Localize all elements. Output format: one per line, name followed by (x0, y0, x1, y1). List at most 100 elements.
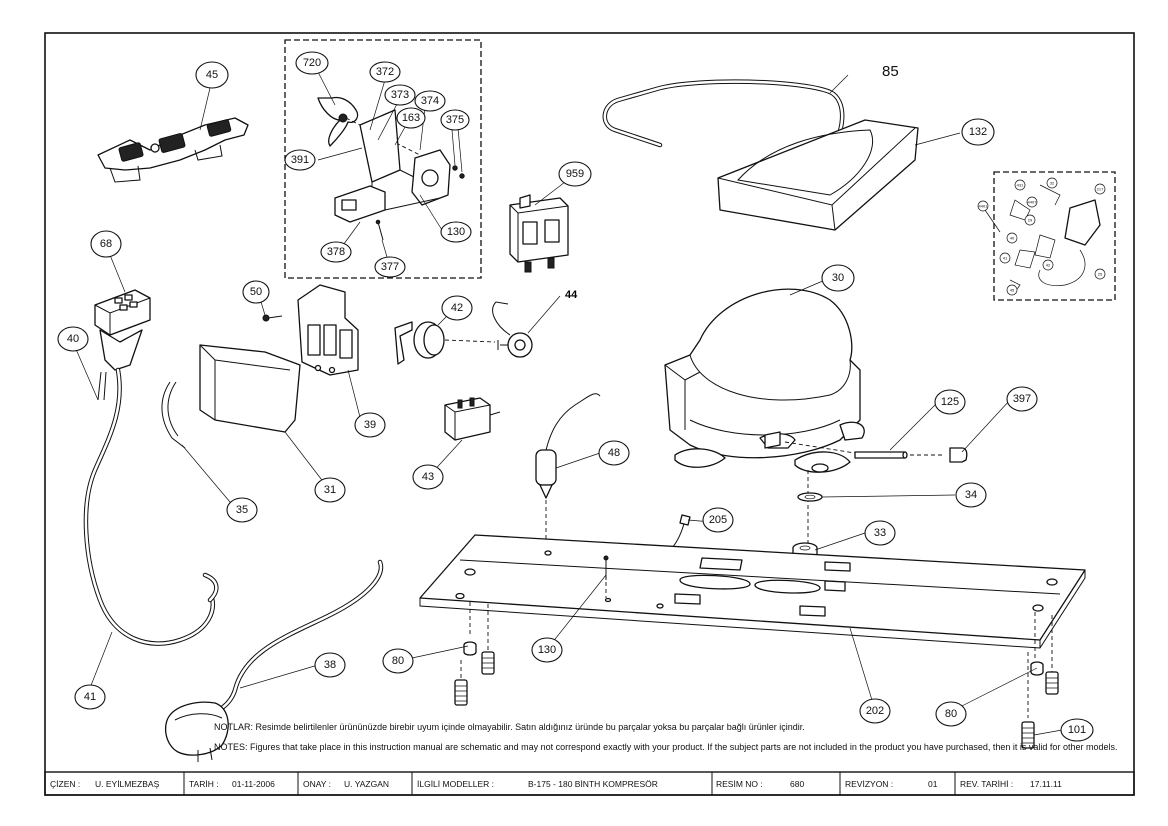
tb-drawing-no-value: 680 (790, 779, 804, 789)
inset-callout-ring (1094, 183, 1106, 195)
callout-132: 132 (961, 118, 995, 146)
callout-375: 375 (440, 109, 470, 131)
callout-397: 397 (1006, 386, 1038, 412)
title-block: ÇİZEN : U. EYİLMEZBAŞ TARİH : 01-11-2006… (44, 771, 1135, 796)
part-tube-85 (602, 79, 845, 155)
inset-callout-ring (1024, 214, 1036, 226)
callout-number: 959 (566, 168, 584, 180)
callout-163: 163 (396, 107, 426, 129)
callout-ring (558, 161, 592, 187)
callout-43: 43 (412, 464, 444, 490)
callout-ring (284, 149, 316, 171)
callout-number: 35 (236, 504, 248, 516)
part-housing-39 (297, 284, 359, 376)
tb-drawn-label: ÇİZEN : (50, 779, 80, 789)
part-base-plate-202 (419, 534, 1086, 649)
inset-callout-number: 41 (1003, 256, 1008, 261)
inset-callout-number: 431 (1017, 183, 1024, 188)
inset-callout-ring (1014, 179, 1026, 191)
tb-drawing-no-label: RESİM NO : (716, 779, 763, 789)
tb-models-value: B-175 - 180 BİNTH KOMPRESÖR (528, 779, 658, 789)
callout-ring (955, 482, 987, 508)
callout-45: 45 (195, 61, 229, 89)
callout-number: 30 (832, 272, 844, 284)
callout-number: 391 (291, 154, 309, 166)
part-thermostat-68 (83, 289, 215, 646)
tb-rev-date-label: REV. TARİHİ : (960, 779, 1013, 789)
callout-number: 50 (250, 286, 262, 298)
callout-205: 205 (702, 507, 734, 533)
callout-ring (295, 51, 329, 75)
callout-ring (57, 326, 89, 352)
label-85: 85 (882, 63, 899, 80)
callout-number: 130 (538, 644, 556, 656)
callout-number: 374 (421, 95, 439, 107)
callout-ring (1060, 718, 1094, 742)
callout-number: 45 (206, 69, 218, 81)
notes-turkish: NOTLAR: Resimde belirtilenler ürününüzde… (214, 722, 805, 732)
callout-30: 30 (821, 264, 855, 292)
callout-378: 378 (320, 241, 352, 263)
part-clip-35 (161, 381, 186, 449)
callout-ring (396, 107, 426, 129)
callout-39: 39 (354, 412, 386, 438)
callout-number: 202 (866, 705, 884, 717)
callout-ring (864, 520, 896, 546)
callout-42: 42 (441, 295, 473, 321)
callout-40: 40 (57, 326, 89, 352)
inset-callout-ring (1042, 259, 1054, 271)
callout-959: 959 (558, 161, 592, 187)
callout-ring (935, 701, 967, 727)
callout-number: 373 (391, 89, 409, 101)
callout-number: 375 (446, 114, 464, 126)
part-capacitor-48 (535, 393, 601, 545)
callout-number: 720 (303, 57, 321, 69)
part-feet-80-left (454, 602, 495, 706)
callout-number: 39 (364, 419, 376, 431)
inset-callout-number: 25 (1098, 272, 1103, 277)
part-cap-397 (949, 447, 968, 463)
callout-ring (242, 280, 270, 304)
callout-ring (1006, 386, 1038, 412)
callout-number: 163 (402, 112, 420, 124)
part-tube-125 (784, 441, 945, 459)
callout-ring (702, 507, 734, 533)
callout-ring (320, 241, 352, 263)
callout-ring (414, 90, 446, 112)
part-motor-cap-42 (394, 321, 496, 365)
callout-80a: 80 (382, 648, 414, 674)
part-drip-tray-132 (717, 119, 919, 231)
callout-31: 31 (314, 477, 346, 503)
callout-number: 68 (100, 238, 112, 250)
callout-number: 80 (392, 655, 404, 667)
callout-ring (412, 464, 444, 490)
callout-ring (961, 118, 995, 146)
callout-number: 80 (945, 708, 957, 720)
inset-callout-number: 42 (1046, 263, 1051, 268)
inset-callout-number: 45 (1010, 288, 1015, 293)
callout-ring (821, 264, 855, 292)
callout-ring (934, 389, 966, 415)
callout-number: 40 (67, 333, 79, 345)
callout-ring (354, 412, 386, 438)
tb-drawn-value: U. EYİLMEZBAŞ (95, 779, 160, 789)
callout-33: 33 (864, 520, 896, 546)
callout-202: 202 (859, 698, 891, 724)
part-feet-80-right (1021, 612, 1059, 749)
callout-391: 391 (284, 149, 316, 171)
part-screw-130 (603, 555, 609, 598)
inset-callout-ring (1026, 196, 1038, 208)
callout-number: 378 (327, 246, 345, 258)
callout-35: 35 (226, 497, 258, 523)
callout-number: 41 (84, 691, 96, 703)
callout-ring (374, 256, 406, 278)
inset-callout-ring (1046, 177, 1058, 189)
label-44: 44 (565, 289, 578, 301)
inset-callout-number: 217 (1097, 187, 1104, 192)
callout-number: 130 (447, 226, 465, 238)
inset-callout-ring (1094, 268, 1106, 280)
tb-models-label: İLGİLİ MODELLER : (417, 779, 494, 789)
part-harness-45 (97, 117, 249, 183)
callout-377: 377 (374, 256, 406, 278)
